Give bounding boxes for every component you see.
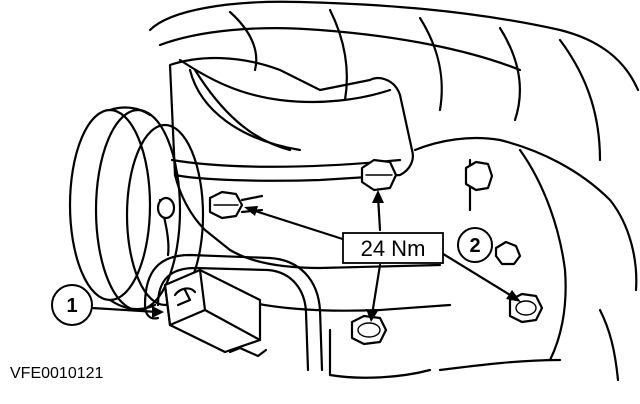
callout-1-label: 1 xyxy=(66,295,77,317)
callout-1: 1 xyxy=(51,284,93,326)
bolt-upper-center xyxy=(360,158,398,192)
bolt-lower-center xyxy=(350,314,388,346)
transmission-case xyxy=(413,136,638,382)
reference-code: VFE0010121 xyxy=(10,365,104,382)
pipe xyxy=(143,253,324,372)
mounting-bracket xyxy=(168,56,414,182)
callout-1-leader xyxy=(90,306,164,318)
callout-2-label: 2 xyxy=(469,235,480,257)
engine-mount xyxy=(163,268,268,358)
torque-leaders xyxy=(244,190,521,322)
callout-2: 2 xyxy=(457,227,493,263)
bolt-right-top xyxy=(464,160,494,192)
torque-label: 24 Nm xyxy=(361,236,426,261)
engine-housing xyxy=(148,0,640,162)
bolt-right-small xyxy=(494,240,522,266)
torque-label-box: 24 Nm xyxy=(342,232,444,264)
bolt-left-small xyxy=(156,196,176,220)
